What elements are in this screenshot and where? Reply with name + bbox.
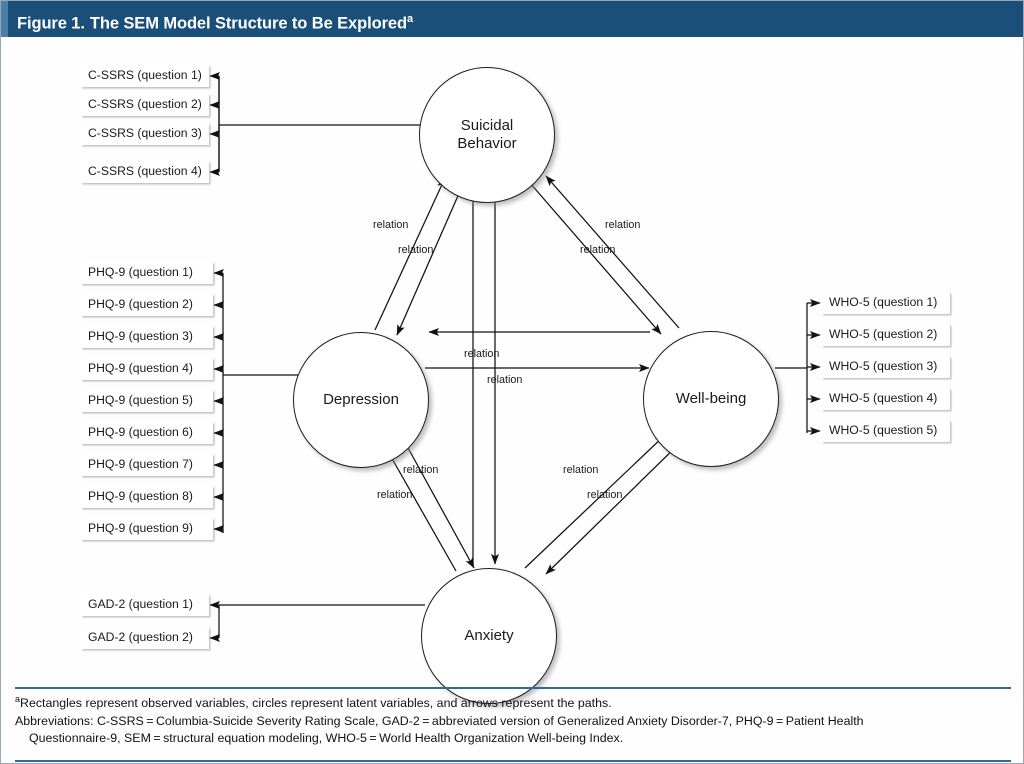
relation-label-suicidal-behavior-to-wellbeing: relation [580,244,616,256]
figure-footnote: aRectangles represent observed variables… [1,685,1023,763]
observed-box-who5-4[interactable]: WHO-5 (question 4) [822,388,950,410]
observed-box-who5-1[interactable]: WHO-5 (question 1) [822,292,950,314]
connector-group-gad2 [209,601,425,643]
figure-title-bar: Figure 1.The SEM Model Structure to Be E… [1,1,1023,37]
observed-box-cssrs-3[interactable]: C-SSRS (question 3) [81,123,209,145]
observed-box-phq9-7[interactable]: PHQ-9 (question 7) [81,454,213,476]
relation-label-depression-to-anxiety: relation [377,489,413,501]
observed-box-who5-5[interactable]: WHO-5 (question 5) [822,420,950,442]
footnote-rule-bottom [15,760,1011,762]
footnote-line-3: Questionnaire-9, SEM = structural equati… [29,731,624,746]
latent-label-well-being: Well-being [675,389,747,407]
figure-title-main: The SEM Model Structure to Be Explored [89,14,407,33]
observed-box-phq9-1[interactable]: PHQ-9 (question 1) [81,262,213,284]
connector-group-cssrs [209,72,422,177]
connector-depression-suicidal-behavior [374,177,465,336]
footnote-text: aRectangles represent observed variables… [15,693,1011,748]
observed-box-gad2-2[interactable]: GAD-2 (question 2) [81,627,209,649]
connector-depression-wellbeing [425,328,650,372]
relation-label-depression-to-suicidal-behavior: relation [373,219,409,231]
relation-label-depression-to-wellbeing: relation [487,374,523,386]
latent-label-depression: Depression [323,390,399,408]
connector-anxiety-suicidal-behavior [468,172,500,565]
latent-label-suicidal-behavior-line1: Suicidal [460,116,514,134]
observed-box-phq9-5[interactable]: PHQ-9 (question 5) [81,390,213,412]
connector-depression-anxiety [381,436,475,572]
latent-circle-depression[interactable]: Depression [293,332,429,468]
observed-box-phq9-6[interactable]: PHQ-9 (question 6) [81,422,213,444]
figure-title: Figure 1.The SEM Model Structure to Be E… [17,1,413,37]
observed-box-phq9-3[interactable]: PHQ-9 (question 3) [81,326,213,348]
relation-label-anxiety-to-wellbeing: relation [563,464,599,476]
observed-box-who5-3[interactable]: WHO-5 (question 3) [822,356,950,378]
footnote-line-2: Abbreviations: C-SSRS = Columbia-Suicide… [15,713,864,728]
observed-box-cssrs-4[interactable]: C-SSRS (question 4) [81,161,209,183]
observed-box-cssrs-1[interactable]: C-SSRS (question 1) [81,65,209,87]
latent-circle-suicidal-behavior[interactable]: Suicidal Behavior [419,67,555,203]
footnote-rule-top [15,687,1011,689]
observed-box-phq9-9[interactable]: PHQ-9 (question 9) [81,518,213,540]
diagram-canvas: C-SSRS (question 1) C-SSRS (question 2) … [1,37,1023,704]
observed-box-phq9-4[interactable]: PHQ-9 (question 4) [81,358,213,380]
relation-label-wellbeing-to-depression: relation [464,348,500,360]
footnote-line-1: aRectangles represent observed variables… [15,693,1011,713]
observed-box-who5-2[interactable]: WHO-5 (question 2) [822,324,950,346]
connector-group-phq9 [213,269,298,534]
connector-group-who5 [775,298,821,435]
connector-anxiety-wellbeing [524,434,685,575]
diagram-connectors [209,72,821,643]
footnote-superscript: a [15,694,21,704]
observed-box-phq9-8[interactable]: PHQ-9 (question 8) [81,486,213,508]
title-accent-stripe [1,1,8,37]
relation-label-wellbeing-to-anxiety: relation [587,489,623,501]
latent-circle-anxiety[interactable]: Anxiety [421,568,557,704]
connector-wellbeing-suicidal-behavior [529,175,680,335]
footnote-line-1-text: Rectangles represent observed variables,… [20,696,612,711]
relation-label-anxiety-to-depression: relation [403,464,439,476]
observed-box-gad2-1[interactable]: GAD-2 (question 1) [81,594,209,616]
latent-label-anxiety: Anxiety [464,626,514,644]
figure-title-prefix: Figure 1. [17,14,85,33]
relation-label-suicidal-behavior-to-depression: relation [398,244,434,256]
latent-label-suicidal-behavior-line2: Behavior [457,135,517,152]
observed-box-phq9-2[interactable]: PHQ-9 (question 2) [81,294,213,316]
relation-label-wellbeing-to-suicidal-behavior: relation [605,219,641,231]
latent-circle-well-being[interactable]: Well-being [643,331,779,467]
figure-title-superscript: a [406,13,413,25]
observed-box-cssrs-2[interactable]: C-SSRS (question 2) [81,94,209,116]
